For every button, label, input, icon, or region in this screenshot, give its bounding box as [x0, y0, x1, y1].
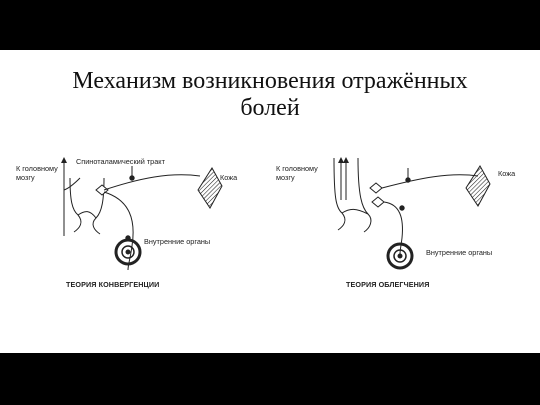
- skin-afferent-fiber: [103, 174, 201, 191]
- dorsal-horn-neuron-lower: [371, 196, 385, 208]
- fac-label-brain-1: К головному: [276, 164, 318, 173]
- conv-label-organs: Внутренние органы: [144, 237, 210, 246]
- spinal-cord-outline-2: [333, 157, 372, 233]
- conv-label-brain-2: мозгу: [16, 173, 35, 182]
- slide-title: Механизм возникновения отражённых болей: [0, 68, 540, 122]
- slide-title-line-1: Механизм возникновения отражённых: [72, 68, 468, 94]
- fac-label-brain-2: мозгу: [276, 173, 295, 182]
- conv-label-skin: Кожа: [220, 173, 238, 182]
- facilitation-diagram: [333, 157, 491, 270]
- conv-label-tract: Спиноталамический тракт: [76, 157, 166, 166]
- slide: Механизм возникновения отражённых болей: [0, 50, 540, 353]
- conv-label-brain-1: К головному: [16, 164, 58, 173]
- spinal-cord-outline: [69, 177, 105, 235]
- convergence-diagram: [61, 157, 223, 271]
- dorsal-horn-neuron-upper: [369, 182, 383, 194]
- slide-title-line-2: болей: [240, 95, 300, 121]
- fac-label-skin: Кожа: [498, 169, 516, 178]
- skin-hatched-area-2: [465, 165, 491, 207]
- skin-afferent-fiber-2: [381, 174, 479, 189]
- internal-organ: [114, 238, 142, 266]
- conv-caption: ТЕОРИЯ КОНВЕРГЕНЦИИ: [66, 280, 159, 289]
- skin-hatched-area: [197, 167, 223, 209]
- referred-pain-diagrams: К головному мозгу Спиноталамический трак…: [16, 157, 516, 289]
- fac-caption: ТЕОРИЯ ОБЛЕГЧЕНИЯ: [346, 280, 429, 289]
- fac-label-organs: Внутренние органы: [426, 248, 492, 257]
- dorsal-horn-neuron: [95, 184, 109, 196]
- internal-organ-2: [386, 242, 414, 270]
